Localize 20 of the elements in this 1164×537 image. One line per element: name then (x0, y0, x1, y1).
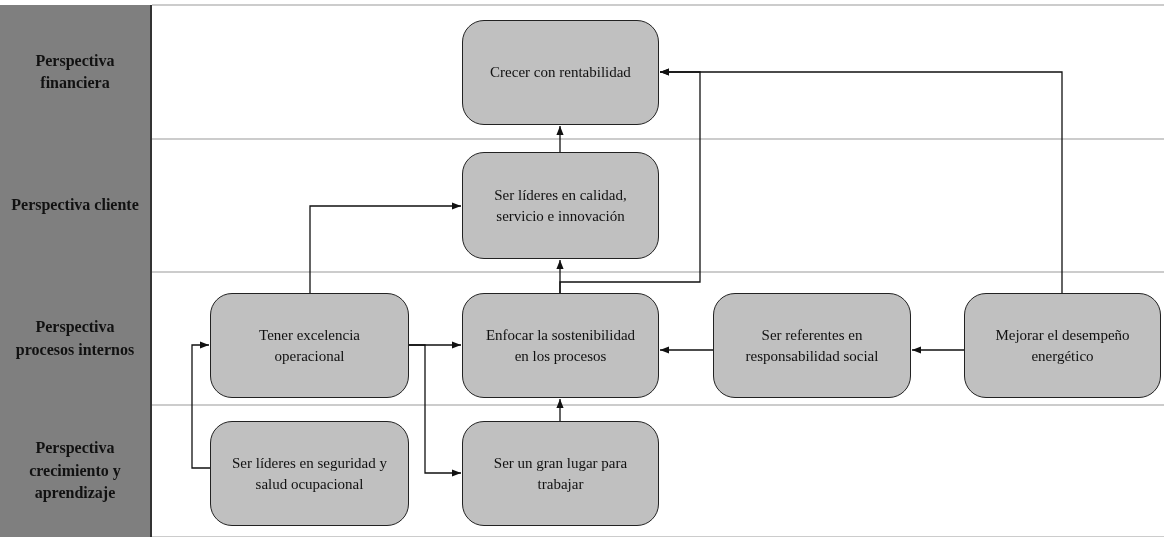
arrow (556, 125, 564, 153)
lane-header: Perspectiva procesos internos (0, 272, 152, 405)
lane-header: Perspectiva financiera (0, 5, 152, 139)
lane-header: Perspectiva cliente (0, 139, 152, 272)
objective-box: Mejorar el desempeño energético (964, 293, 1161, 398)
objective-box: Ser un gran lugar para trabajar (462, 421, 659, 526)
lane-header: Perspectiva crecimiento y aprendizaje (0, 405, 152, 537)
objective-box: Ser líderes en seguridad y salud ocupacional (210, 421, 409, 526)
arrow (659, 68, 1063, 294)
arrow (309, 202, 462, 294)
objective-box: Crecer con rentabilidad (462, 20, 659, 125)
objective-box: Ser líderes en calidad, servicio e innovación (462, 152, 659, 259)
arrow (191, 341, 211, 469)
arrow (408, 344, 462, 477)
objective-box: Tener excelencia operacional (210, 293, 409, 398)
objective-box: Ser referentes en responsabilidad social (713, 293, 911, 398)
arrow (659, 346, 714, 354)
arrow (556, 398, 564, 422)
arrow (911, 346, 965, 354)
objective-box: Enfocar la sostenibilidad en los procesos (462, 293, 659, 398)
